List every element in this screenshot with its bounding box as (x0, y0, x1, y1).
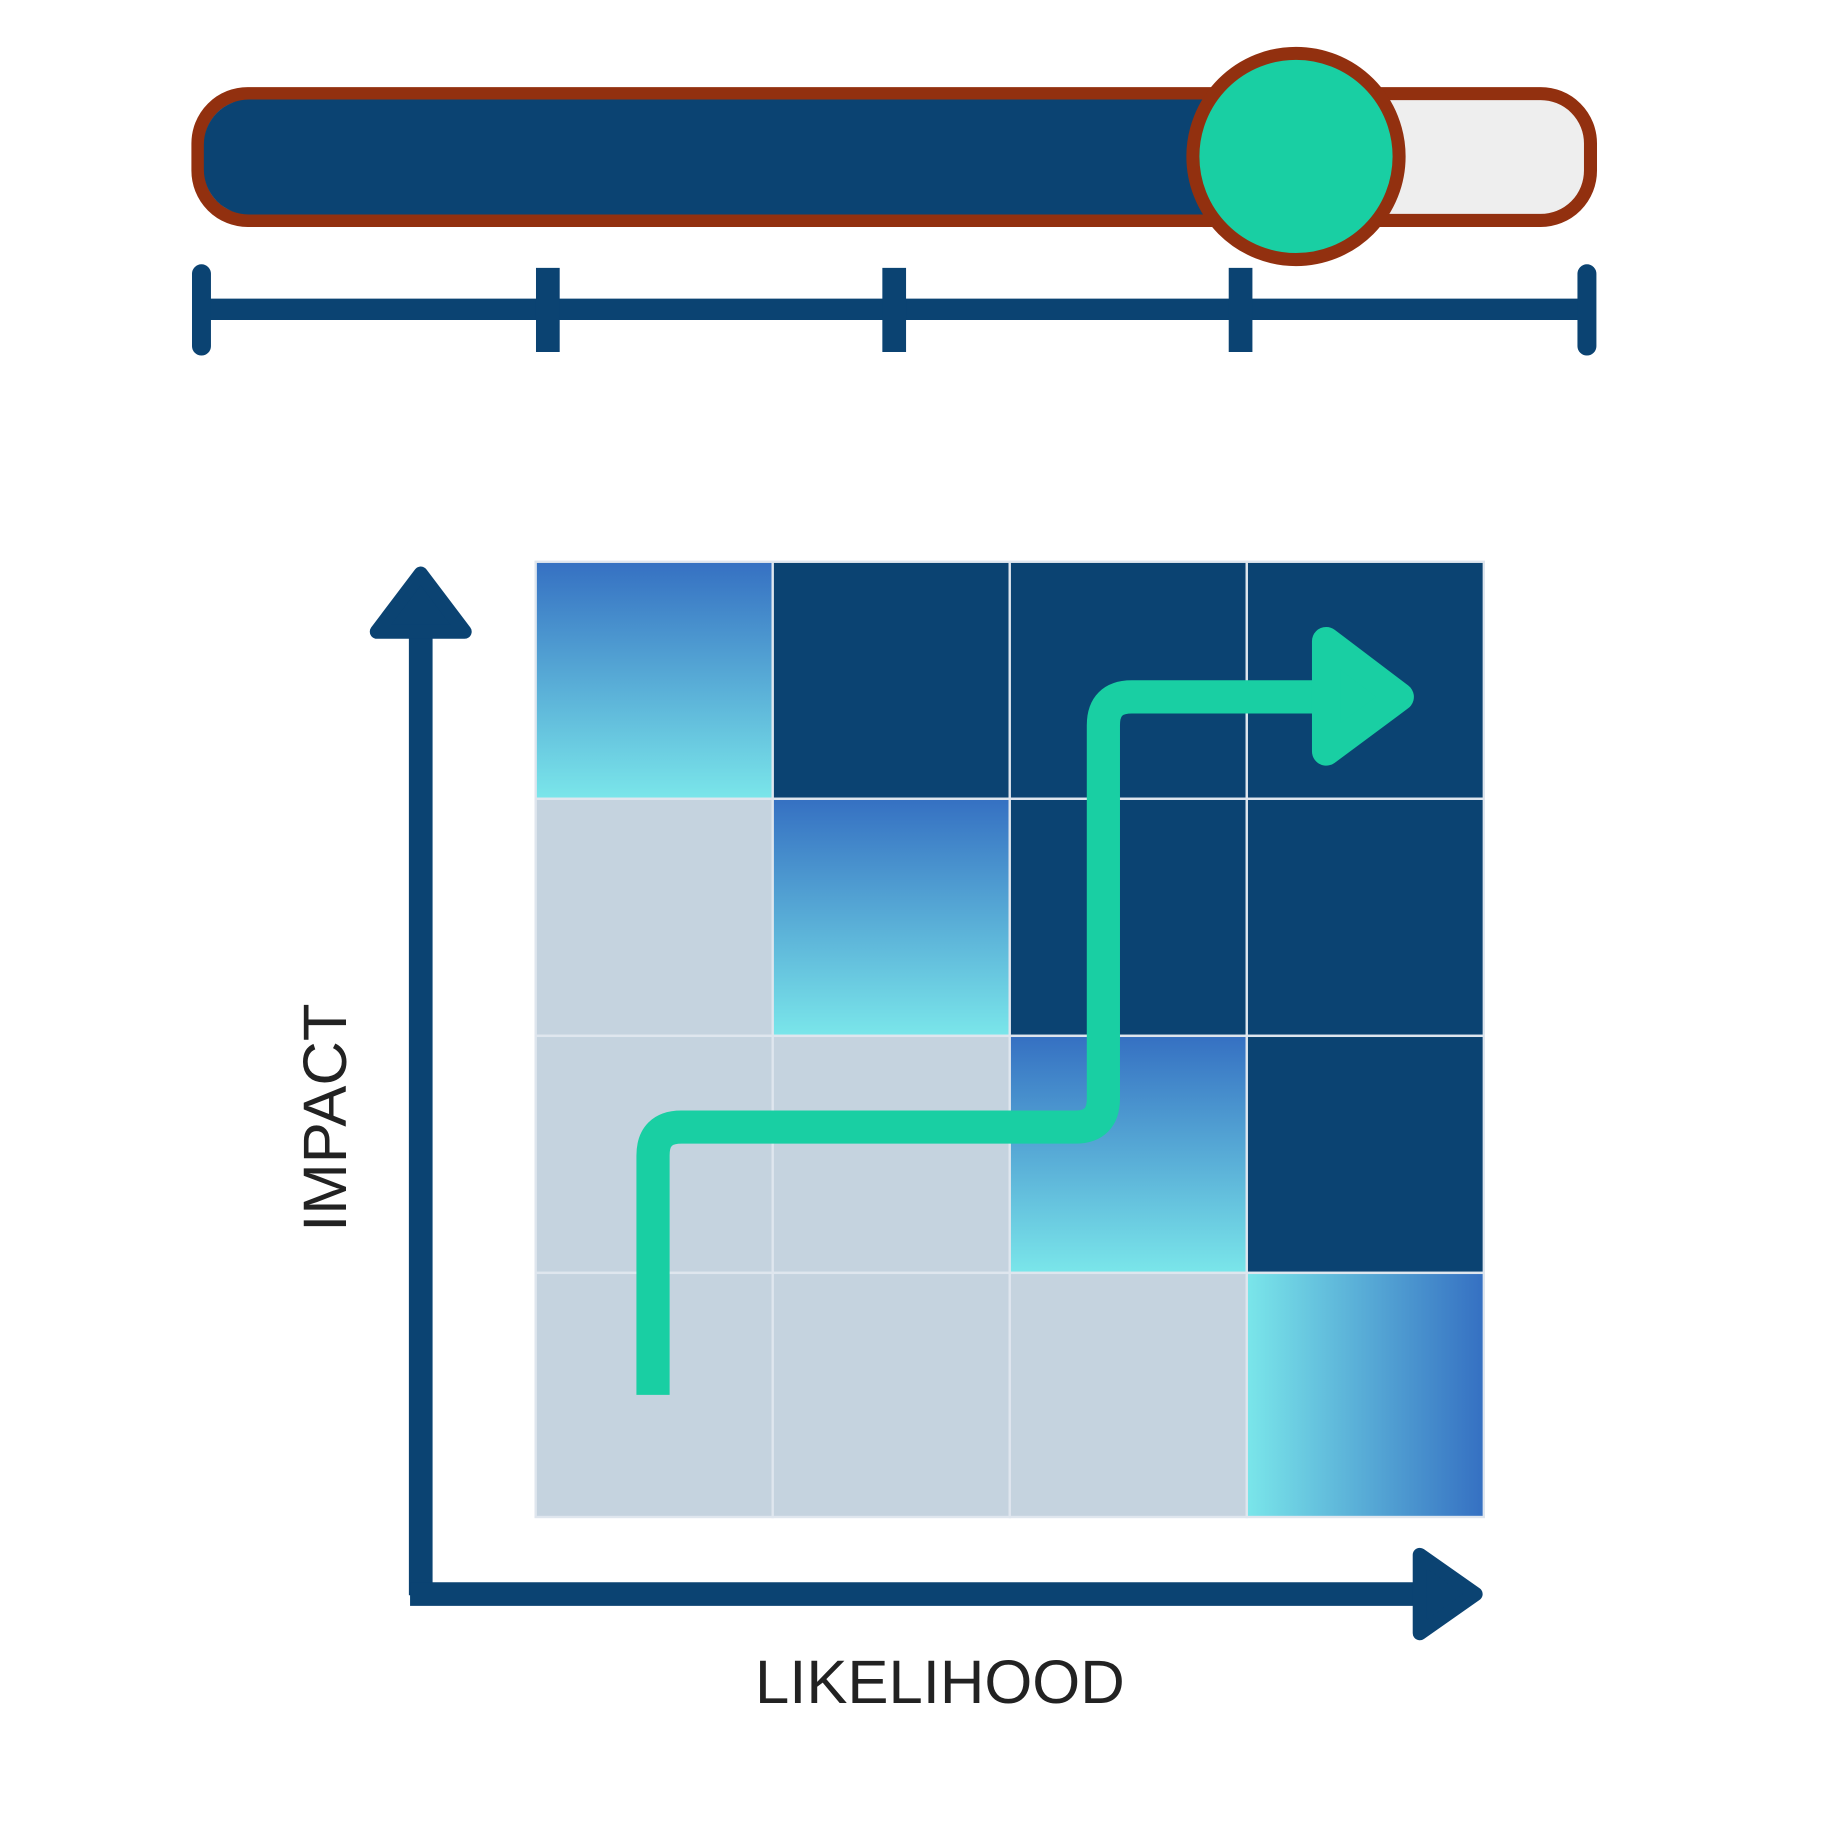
x-axis (410, 1547, 1483, 1641)
matrix-cell-gradient (1008, 1034, 1248, 1275)
matrix-cell-high (771, 560, 1011, 800)
trend-arrow (636, 626, 1414, 1395)
matrix-cell-low (534, 797, 774, 1038)
matrix-cell-gradient (771, 797, 1011, 1038)
matrix-cell-gradient (534, 560, 774, 800)
y-axis-label: IMPACT (291, 1004, 360, 1232)
y-axis (369, 566, 472, 1596)
slider-fill (203, 99, 1296, 215)
slider-scale (191, 264, 1597, 356)
risk-slider[interactable] (191, 46, 1598, 267)
slider-knob[interactable] (1186, 46, 1406, 267)
matrix-cell-gradient-horizontal (1245, 1271, 1486, 1519)
matrix-cell-high (1008, 797, 1248, 1038)
matrix-cell-low (771, 1271, 1011, 1519)
y-axis-arrow-icon (369, 566, 472, 639)
x-axis-label: LIKELIHOOD (755, 1648, 1125, 1717)
x-axis-arrow-icon (1412, 1547, 1483, 1641)
risk-matrix (534, 560, 1486, 1519)
trend-arrowhead-icon (1311, 626, 1414, 766)
matrix-cell-high (1245, 797, 1486, 1038)
matrix-cell-low (771, 1034, 1011, 1275)
matrix-cell-low (1008, 1271, 1248, 1519)
matrix-cell-high (1245, 1034, 1486, 1275)
